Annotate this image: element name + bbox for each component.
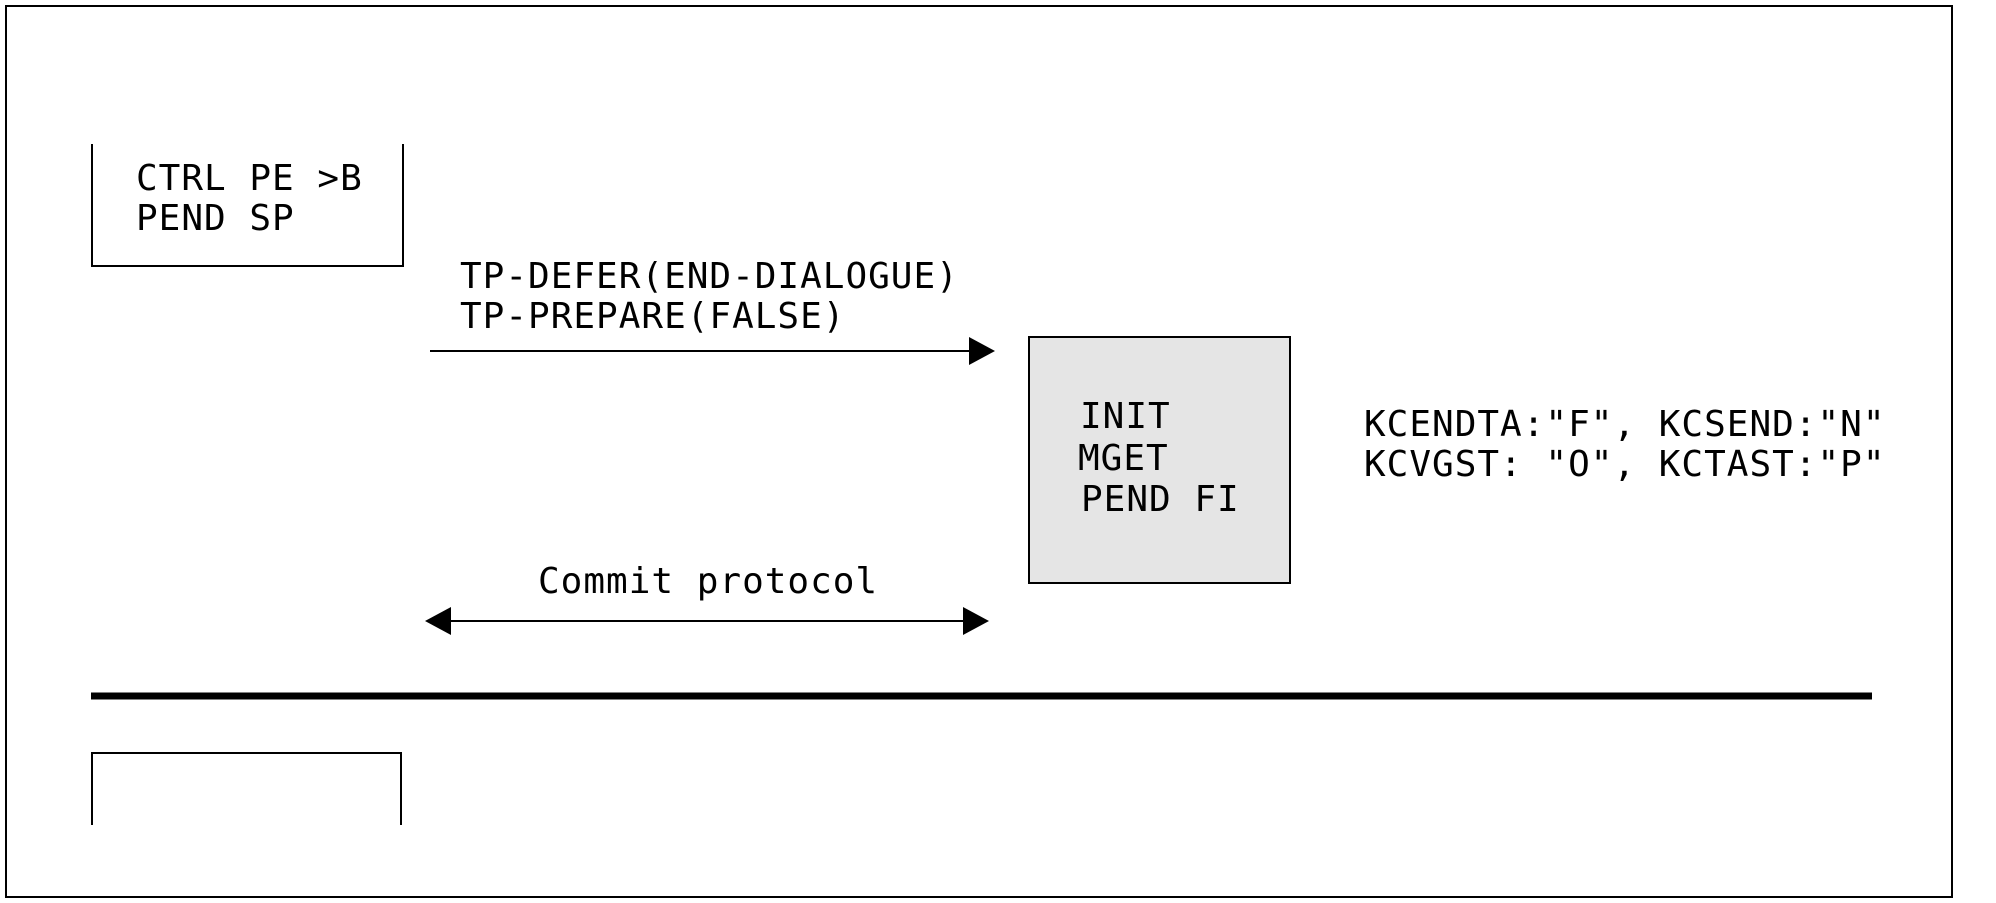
center-box: [1028, 336, 1291, 584]
upper-left-box-line-2: PEND SP: [136, 198, 295, 239]
status-values-line-1: KCENDTA:"F", KCSEND:"N": [1364, 404, 1886, 445]
commit-arrow-left-head: [425, 607, 451, 635]
tp-defer-label: TP-DEFER(END-DIALOGUE): [460, 256, 959, 297]
center-box-line-2: MGET: [1078, 438, 1169, 479]
commit-arrow-right-head: [963, 607, 989, 635]
center-box-line-1: INIT: [1080, 396, 1171, 437]
commit-protocol-label: Commit protocol: [538, 561, 878, 602]
status-values-line-2: KCVGST: "O", KCTAST:"P": [1364, 444, 1886, 485]
upper-left-box-outline: [91, 144, 404, 267]
tp-arrow-head: [969, 337, 995, 365]
center-box-line-3: PEND FI: [1081, 479, 1240, 520]
outer-frame: [5, 5, 1953, 898]
lower-left-box-outline: [91, 752, 402, 825]
upper-left-box-line-1: CTRL PE >B: [136, 158, 363, 199]
tp-prepare-label: TP-PREPARE(FALSE): [460, 296, 845, 337]
